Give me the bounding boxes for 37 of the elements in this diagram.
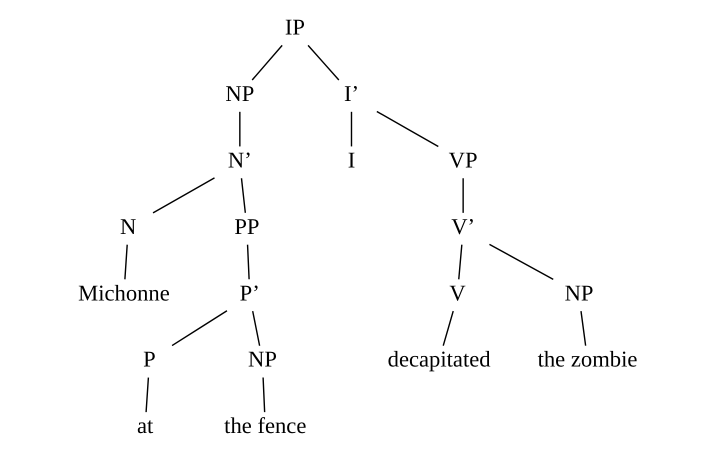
connector xyxy=(376,110,439,148)
connector xyxy=(239,112,241,146)
connector xyxy=(308,44,340,80)
node-text: N xyxy=(120,214,136,239)
connector xyxy=(145,377,150,412)
connector xyxy=(442,310,454,346)
node-text: V’ xyxy=(451,214,476,239)
node-text: the zombie xyxy=(538,346,638,372)
node-text: PP xyxy=(234,214,260,239)
connector xyxy=(489,244,554,280)
node-text: NP xyxy=(248,346,277,372)
node-text: V xyxy=(449,280,466,306)
node-text: I’ xyxy=(344,81,360,106)
node-text: I xyxy=(348,147,356,172)
connector xyxy=(458,244,463,280)
node-text: at xyxy=(136,413,154,438)
connector xyxy=(240,178,246,213)
connector xyxy=(252,310,260,346)
node-text: IP xyxy=(284,14,306,40)
node-text: the fence xyxy=(224,413,306,438)
connector xyxy=(252,44,283,80)
node-text: VP xyxy=(448,147,478,172)
connector xyxy=(152,177,215,214)
node-text: NP xyxy=(564,280,594,306)
node-text: decapitated xyxy=(388,346,491,372)
connector xyxy=(246,244,250,280)
connector xyxy=(124,244,128,280)
connector xyxy=(262,377,266,412)
node-text: P xyxy=(143,346,156,372)
node-text: Michonne xyxy=(78,280,170,306)
node-text: P’ xyxy=(240,280,260,306)
node-text: NP xyxy=(225,81,254,106)
node-text: N’ xyxy=(228,147,252,172)
connector xyxy=(462,178,464,213)
connector xyxy=(350,112,352,146)
connector xyxy=(580,311,586,346)
connector xyxy=(172,310,228,346)
